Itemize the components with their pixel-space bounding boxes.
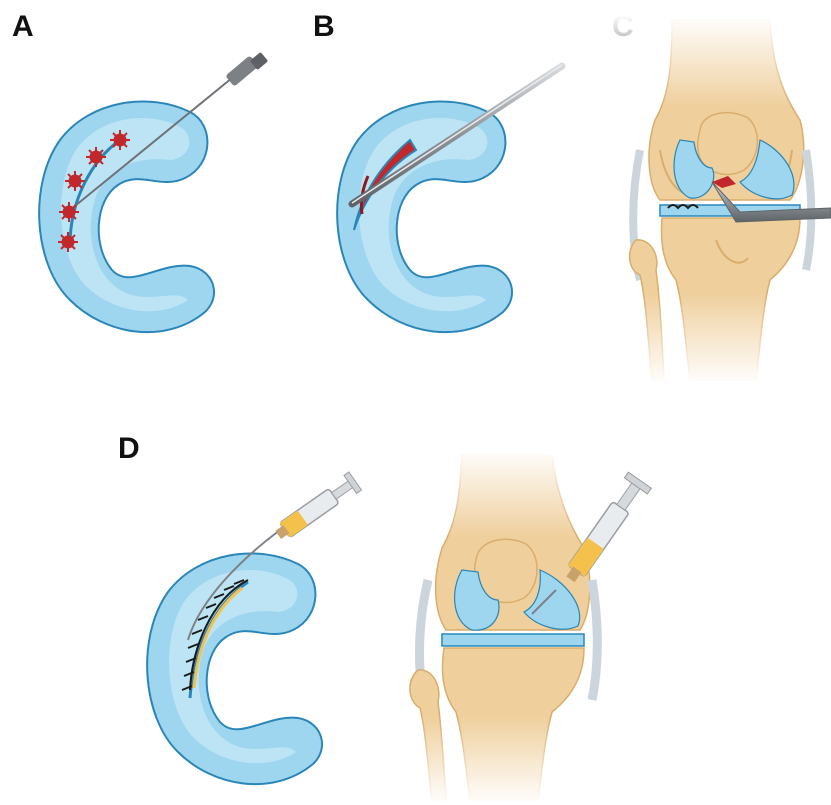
- panel-b-meniscus: [337, 101, 512, 332]
- panel-d-knee: [400, 448, 620, 805]
- panel-c-knee: [610, 15, 831, 385]
